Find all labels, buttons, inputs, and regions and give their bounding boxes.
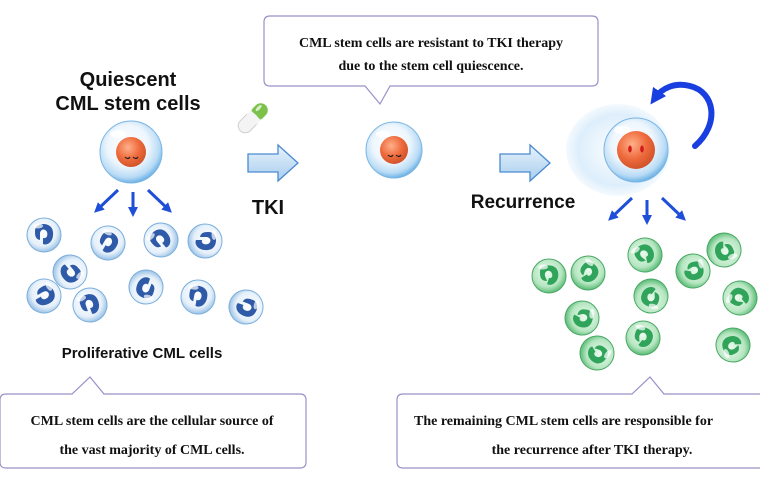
- bottom-right-callout-line1: The remaining CML stem cells are respons…: [414, 414, 713, 429]
- top-callout-line2: due to the stem cell quiescence.: [338, 59, 523, 74]
- activated-stem-cell: [566, 104, 670, 196]
- bottom-right-callout-line2: the recurrence after TKI therapy.: [492, 443, 693, 458]
- green-cell: [621, 231, 669, 279]
- capsule-icon: [237, 103, 268, 134]
- blue-cell: [187, 223, 223, 259]
- self-renewal-cycle-arrow: [650, 81, 715, 149]
- green-cell: [620, 315, 666, 361]
- division-arrows-right: [608, 196, 686, 225]
- division-arrows-left: [94, 188, 172, 217]
- tki-arrow: [247, 143, 299, 183]
- bottom-left-callout-box: [0, 376, 307, 469]
- recurrence-arrow: [499, 143, 551, 183]
- blue-cell: [84, 219, 132, 267]
- top-callout-box: [263, 15, 599, 106]
- top-callout-line1: CML stem cells are resistant to TKI ther…: [299, 36, 563, 51]
- green-cell: [710, 322, 756, 368]
- green-cell: [716, 274, 760, 322]
- green-cell: [628, 273, 674, 319]
- proliferative-label: Proliferative CML cells: [62, 345, 223, 362]
- recurrence-label: Recurrence: [471, 192, 576, 213]
- green-cell: [561, 297, 603, 339]
- blue-cell: [136, 215, 186, 265]
- blue-cell: [26, 217, 62, 253]
- blue-cell: [177, 276, 219, 318]
- blue-cell: [223, 284, 269, 330]
- bottom-left-callout-line1: CML stem cells are the cellular source o…: [31, 414, 274, 429]
- green-cell: [563, 248, 613, 298]
- green-cell: [572, 328, 622, 378]
- tki-label: TKI: [252, 197, 284, 219]
- green-cell: [672, 250, 714, 292]
- blue-cell: [123, 264, 169, 310]
- quiescent-stem-cell: [99, 120, 163, 184]
- bottom-right-callout-box: [396, 376, 760, 469]
- blue-cell: [67, 282, 113, 328]
- recurrent-cells: [531, 227, 760, 378]
- title-line1: Quiescent: [80, 69, 177, 91]
- proliferative-cells: [20, 215, 269, 330]
- title-line2: CML stem cells: [55, 93, 200, 115]
- bottom-left-callout-line2: the vast majority of CML cells.: [59, 443, 244, 458]
- surviving-stem-cell: [365, 121, 423, 179]
- green-cell: [531, 258, 567, 294]
